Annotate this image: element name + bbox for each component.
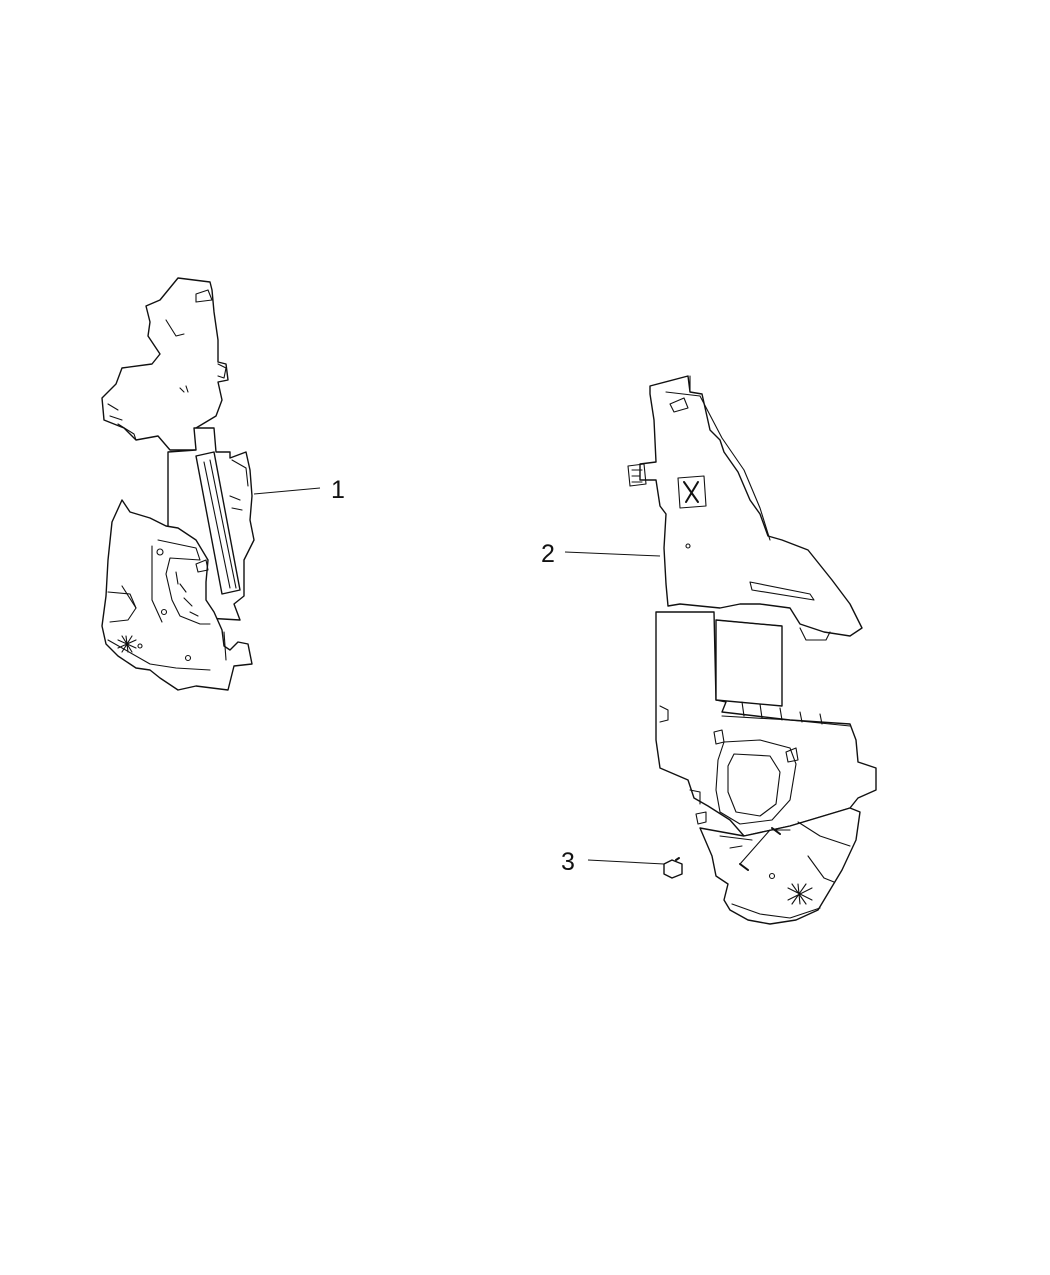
part-1-air-baffle[interactable] <box>101 277 255 691</box>
callout-3: 3 <box>561 848 575 876</box>
leader-line-2 <box>564 551 661 557</box>
callout-2: 2 <box>541 540 555 568</box>
part-3-push-pin[interactable] <box>663 857 683 879</box>
callout-leader-lines <box>253 487 665 865</box>
leader-line-1 <box>253 487 321 495</box>
part-2-air-baffle[interactable] <box>627 375 877 925</box>
callout-1: 1 <box>331 476 345 504</box>
leader-line-3 <box>587 859 665 865</box>
